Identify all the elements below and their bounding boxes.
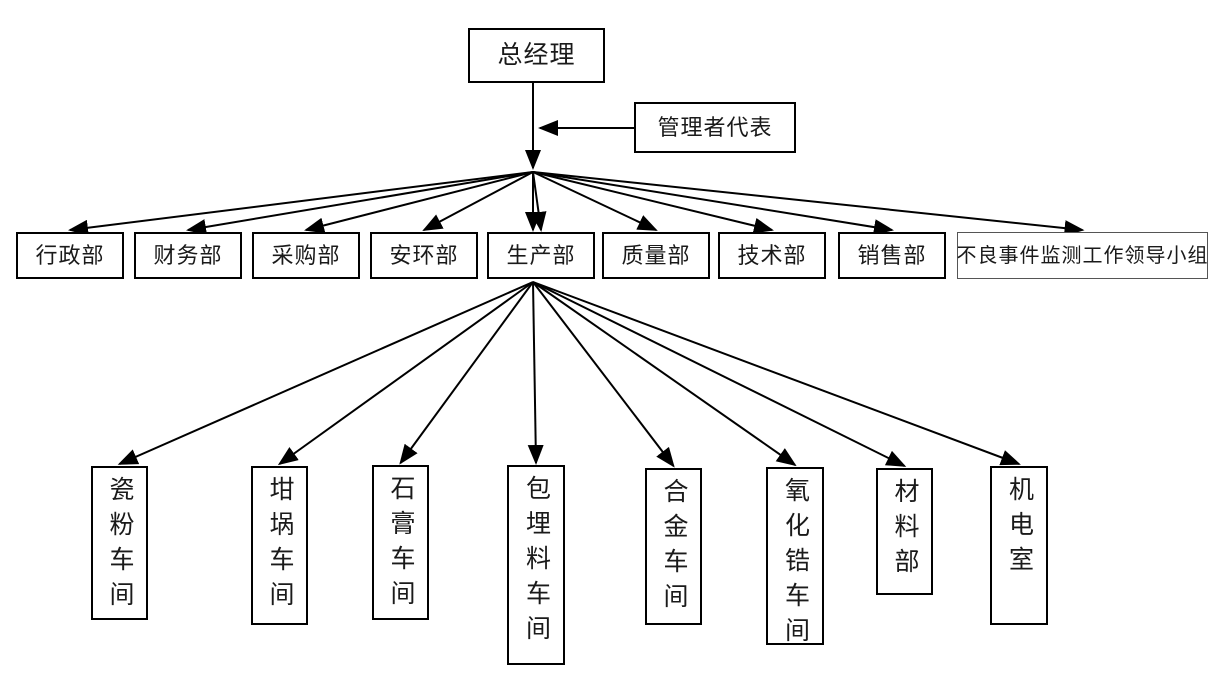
edge-hub-to-adverse-event-leading-group	[532, 171, 1085, 237]
node-management-representative[interactable]: 管理者代表	[634, 102, 796, 153]
node-label-porcelain-powder-workshop: 瓷粉车间	[106, 476, 133, 616]
node-label-gypsum-workshop: 石膏车间	[387, 475, 414, 615]
edge-hub-to-purchasing-dept	[304, 171, 534, 234]
edge-hub-to-sales-dept	[532, 171, 894, 236]
node-label-crucible-workshop: 坩埚车间	[266, 476, 293, 616]
node-label-electromechanical-room: 机电室	[1005, 476, 1033, 581]
node-production-dept[interactable]: 生产部	[487, 232, 595, 279]
node-technology-dept[interactable]: 技术部	[718, 232, 826, 279]
node-crucible-workshop[interactable]: 坩埚车间	[251, 466, 308, 625]
node-label-alloy-workshop: 合金车间	[660, 478, 687, 618]
node-label-general-manager: 总经理	[497, 42, 576, 69]
node-sales-dept[interactable]: 销售部	[838, 232, 946, 279]
node-admin-dept[interactable]: 行政部	[16, 232, 124, 279]
node-electromechanical-room[interactable]: 机电室	[990, 466, 1048, 625]
edge-hub-to-safety-env-dept	[422, 171, 534, 231]
node-general-manager[interactable]: 总经理	[468, 28, 605, 83]
edge-hub-to-technology-dept	[532, 171, 774, 234]
node-porcelain-powder-workshop[interactable]: 瓷粉车间	[91, 466, 148, 620]
node-purchasing-dept[interactable]: 采购部	[252, 232, 360, 279]
node-label-material-dept: 材料部	[891, 478, 918, 583]
node-label-safety-env-dept: 安环部	[389, 242, 459, 268]
edge-hub-to-admin-dept	[68, 171, 534, 236]
node-label-management-representative: 管理者代表	[657, 114, 773, 140]
edge-production-to-material-dept	[532, 281, 907, 467]
node-quality-dept[interactable]: 质量部	[602, 232, 710, 279]
node-label-technology-dept: 技术部	[737, 242, 807, 268]
node-zirconia-workshop[interactable]: 氧化锆车间	[766, 467, 824, 652]
edge-hub-to-quality-dept	[532, 171, 658, 231]
edges	[68, 83, 1085, 468]
edge-hub-to-production-dept	[530, 171, 547, 232]
node-adverse-event-leading-group[interactable]: 不良事件监测工作领导小组	[957, 232, 1208, 279]
node-label-investment-material-workshop: 包埋料车间	[522, 475, 550, 650]
node-label-quality-dept: 质量部	[621, 242, 691, 268]
node-label-purchasing-dept: 采购部	[271, 242, 341, 268]
edge-production-to-porcelain-powder-workshop	[117, 281, 534, 465]
node-gypsum-workshop[interactable]: 石膏车间	[372, 465, 429, 620]
node-safety-env-dept[interactable]: 安环部	[370, 232, 478, 279]
node-label-admin-dept: 行政部	[35, 242, 105, 268]
node-label-zirconia-workshop: 氧化锆车间	[781, 477, 809, 652]
edge-hub-to-finance-dept	[186, 171, 534, 235]
node-label-adverse-event-leading-group: 不良事件监测工作领导小组	[956, 244, 1209, 267]
node-label-production-dept: 生产部	[506, 242, 576, 268]
edge-production-to-electromechanical-room	[532, 281, 1021, 466]
edge-production-to-investment-material-workshop	[527, 281, 544, 465]
edge-production-to-zirconia-workshop	[532, 281, 797, 467]
node-material-dept[interactable]: 材料部	[876, 468, 933, 595]
node-investment-material-workshop[interactable]: 包埋料车间	[507, 465, 565, 665]
edge-production-to-gypsum-workshop	[399, 281, 534, 465]
node-alloy-workshop[interactable]: 合金车间	[645, 468, 702, 625]
node-label-finance-dept: 财务部	[153, 242, 223, 268]
edge-production-to-crucible-workshop	[277, 281, 534, 466]
node-label-sales-dept: 销售部	[857, 242, 927, 268]
edge-production-to-alloy-workshop	[532, 281, 675, 468]
node-finance-dept[interactable]: 财务部	[134, 232, 242, 279]
